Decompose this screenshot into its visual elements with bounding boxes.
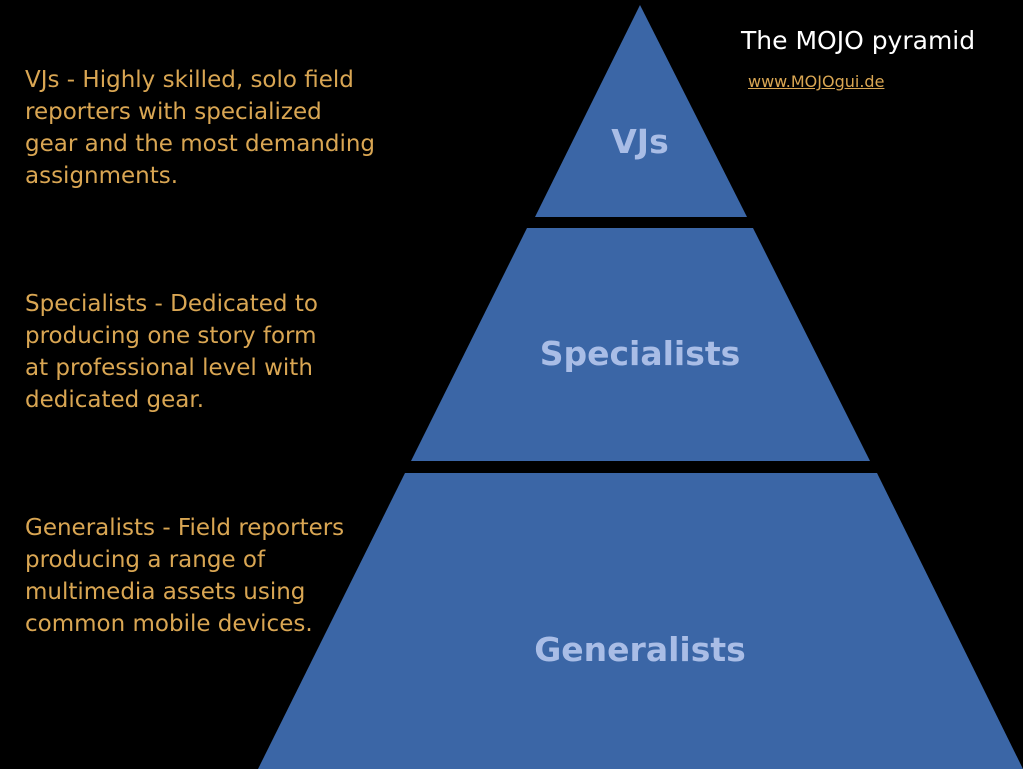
- description-line: producing a range of: [25, 547, 266, 573]
- description-generalists: Generalists - Field reporters producing …: [25, 512, 385, 640]
- tier-label-vjs: VJs: [611, 122, 669, 161]
- pyramid-tier-generalists: [258, 473, 1023, 769]
- description-line: common mobile devices.: [25, 611, 313, 637]
- tier-label-specialists: Specialists: [539, 334, 741, 373]
- website-link[interactable]: www.MOJOgui.de: [748, 72, 885, 91]
- description-line: VJs - Highly skilled, solo field: [25, 67, 354, 93]
- description-line: dedicated gear.: [25, 387, 205, 413]
- description-line: Specialists - Dedicated to: [25, 291, 318, 317]
- description-line: assignments.: [25, 163, 179, 189]
- description-specialists: Specialists - Dedicated to producing one…: [25, 288, 385, 416]
- description-line: Generalists - Field reporters: [25, 515, 345, 541]
- tier-label-generalists: Generalists: [534, 630, 746, 669]
- description-line: multimedia assets using: [25, 579, 306, 605]
- pyramid-tier-vjs: [535, 5, 747, 217]
- description-line: gear and the most demanding: [25, 131, 376, 157]
- pyramid-tier-specialists: [411, 228, 870, 461]
- description-line: producing one story form: [25, 323, 317, 349]
- description-vjs: VJs - Highly skilled, solo field reporte…: [25, 64, 385, 192]
- description-line: at professional level with: [25, 355, 313, 381]
- slide-title: The MOJO pyramid: [741, 26, 976, 55]
- description-line: reporters with specialized: [25, 99, 322, 125]
